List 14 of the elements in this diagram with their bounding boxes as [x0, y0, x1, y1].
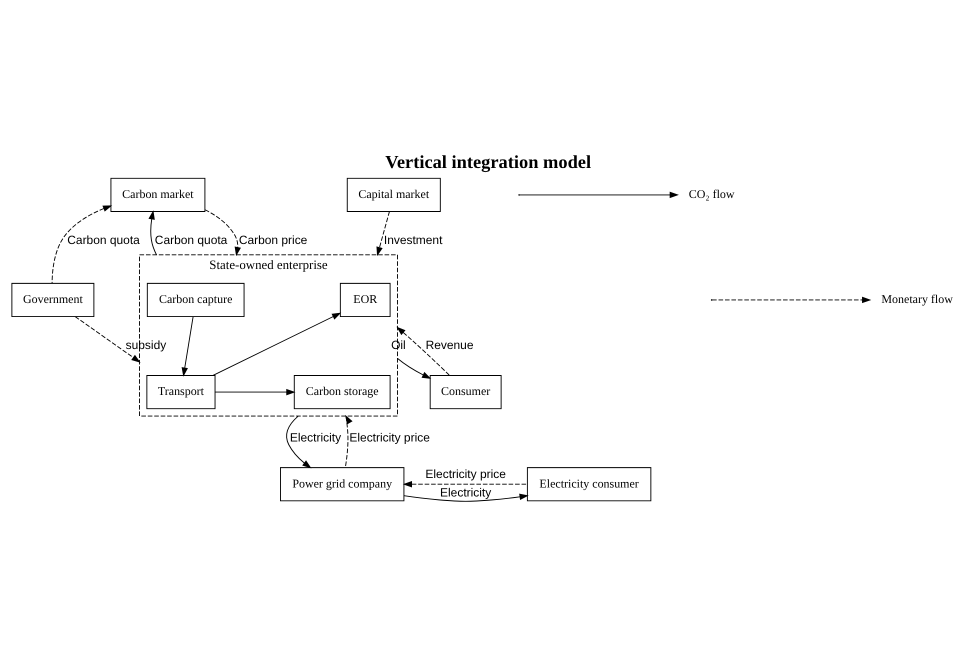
edge-label: Electricity [440, 486, 492, 500]
edge-label: Electricity price [349, 430, 430, 444]
diagram-title: Vertical integration model [385, 152, 592, 172]
edge-label: Oil [391, 338, 406, 352]
legend-label: Monetary flow [881, 292, 953, 306]
edge-label: subsidy [126, 338, 166, 352]
edge-label: Investment [384, 233, 442, 248]
edge-label: Carbon price [238, 233, 308, 248]
edge-label: Revenue [426, 338, 474, 352]
edge-label: Electricity [290, 430, 342, 444]
edge-label: Carbon quota [154, 233, 228, 248]
edge-label: Carbon quota [67, 233, 140, 248]
edge-label: Electricity price [425, 467, 506, 482]
legend-label: CO₂ flow [688, 187, 735, 202]
